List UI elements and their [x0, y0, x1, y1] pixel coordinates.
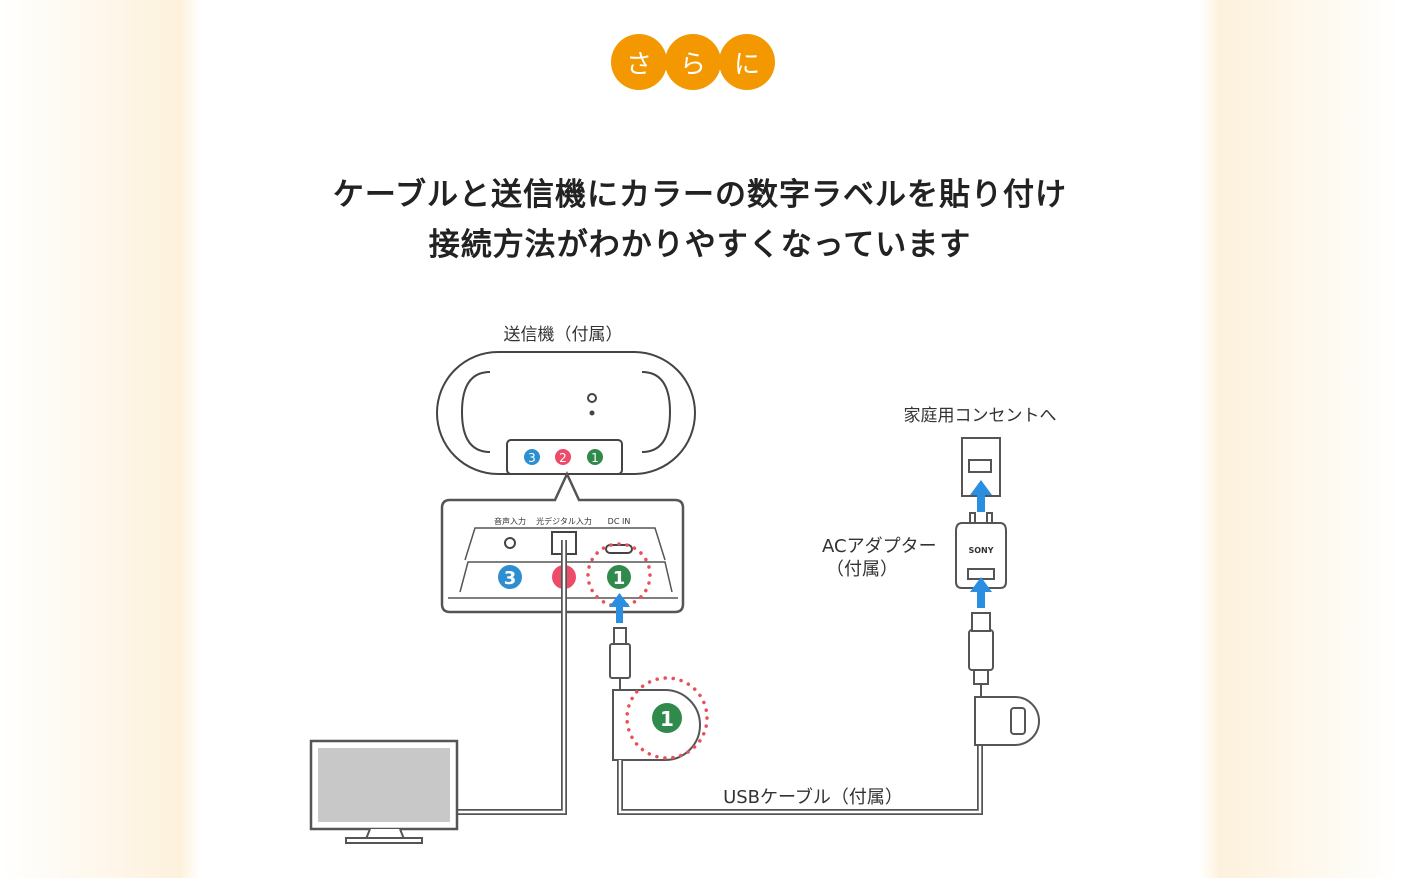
- headline-line-1: ケーブルと送信機にカラーの数字ラベルを貼り付け: [332, 177, 1068, 213]
- sarani-badges: さ ら に: [611, 34, 775, 90]
- adapter-brand: SONY: [968, 546, 993, 555]
- port-1-icon: [587, 449, 603, 465]
- port-label-audio: 音声入力: [494, 516, 526, 526]
- port-3-icon: [498, 565, 522, 589]
- arrow-up-icon: [970, 577, 992, 608]
- badge-char: さ: [611, 34, 667, 90]
- tv-icon: [309, 739, 459, 844]
- adapter-label-sub: （付属）: [826, 559, 898, 580]
- usb-cable: [609, 612, 1040, 815]
- headline-line-2: 接続方法がわかりやすくなっています: [428, 227, 972, 263]
- port-number: 2: [559, 451, 567, 465]
- badge-char: ら: [665, 34, 721, 90]
- port-1-icon: [607, 565, 631, 589]
- port-number: 3: [504, 568, 517, 589]
- outlet-label: 家庭用コンセントへ: [904, 406, 1057, 426]
- arrow-up-icon: [609, 593, 630, 623]
- arrow-up-icon: [970, 480, 992, 512]
- usb-cable-label: USBケーブル（付属）: [723, 786, 903, 808]
- headline: ケーブルと送信機にカラーの数字ラベルを貼り付け 接続方法がわかりやすくなっていま…: [200, 170, 1200, 270]
- transmitter-label: 送信機（付属）: [504, 325, 623, 345]
- port-label-dcin: DC IN: [608, 517, 631, 526]
- port-number: 1: [591, 451, 599, 465]
- badge-char: に: [719, 34, 775, 90]
- ac-adapter: [955, 512, 1007, 589]
- port-2-icon: [555, 449, 571, 465]
- cable-label-1-icon: [652, 703, 682, 733]
- port-number: 3: [528, 451, 536, 465]
- port-label-optical: 光デジタル入力: [536, 516, 592, 526]
- adapter-label: ACアダプター: [822, 536, 937, 557]
- audio-jack-icon: [504, 537, 516, 549]
- port-3-icon: [524, 449, 540, 465]
- highlight-dots: [625, 676, 709, 760]
- port-number: 1: [613, 568, 626, 589]
- port-number: 1: [660, 707, 674, 731]
